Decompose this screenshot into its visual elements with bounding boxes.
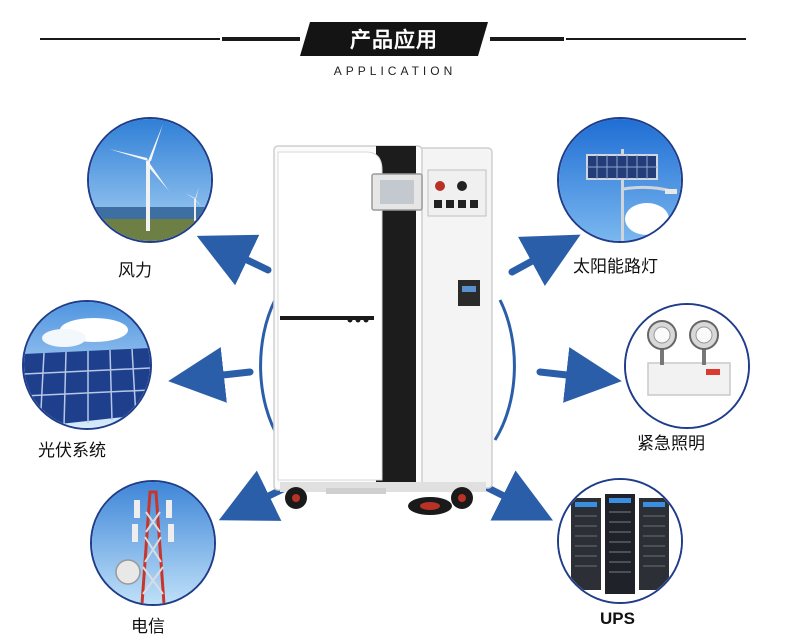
emergency-light-icon <box>626 305 748 427</box>
header-rule-right-accent <box>490 37 564 41</box>
section-title: 产品应用 <box>350 28 438 52</box>
app-circle-photovoltaic <box>22 300 152 430</box>
app-circle-telecom <box>90 480 216 606</box>
app-label-wind: 风力 <box>118 261 152 281</box>
section-subtitle: APPLICATION <box>333 64 457 78</box>
arrow-to-emergency-light <box>536 347 622 403</box>
app-label-ups: UPS <box>600 609 635 628</box>
energy-storage-cabinet <box>273 145 493 515</box>
app-label-emergency-light: 紧急照明 <box>637 434 705 454</box>
solar-street-light-icon <box>559 119 681 241</box>
app-label-solar-street-light: 太阳能路灯 <box>573 257 658 277</box>
arrow-to-telecom <box>218 470 289 521</box>
app-circle-wind <box>87 117 213 243</box>
header-rule-right <box>566 38 746 40</box>
server-rack-icon <box>559 480 681 602</box>
arrow-to-ups <box>484 470 554 521</box>
arrow-to-wind <box>196 234 272 286</box>
header-rule-left <box>40 38 220 40</box>
app-label-photovoltaic: 光伏系统 <box>38 441 106 461</box>
section-title-box: 产品应用 <box>300 22 488 56</box>
arc-right <box>493 299 516 441</box>
arc-left <box>259 299 282 441</box>
app-label-telecom: 电信 <box>131 617 165 637</box>
telecom-tower-icon <box>92 482 214 604</box>
arrow-to-street-light <box>508 234 581 286</box>
app-circle-ups <box>557 478 683 604</box>
wind-turbine-icon <box>89 119 211 241</box>
arrow-to-photovoltaic <box>168 347 254 403</box>
app-circle-emergency-light <box>624 303 750 429</box>
app-circle-solar-street-light <box>557 117 683 243</box>
header-rule-left-accent <box>222 37 300 41</box>
solar-panel-icon <box>24 302 150 428</box>
